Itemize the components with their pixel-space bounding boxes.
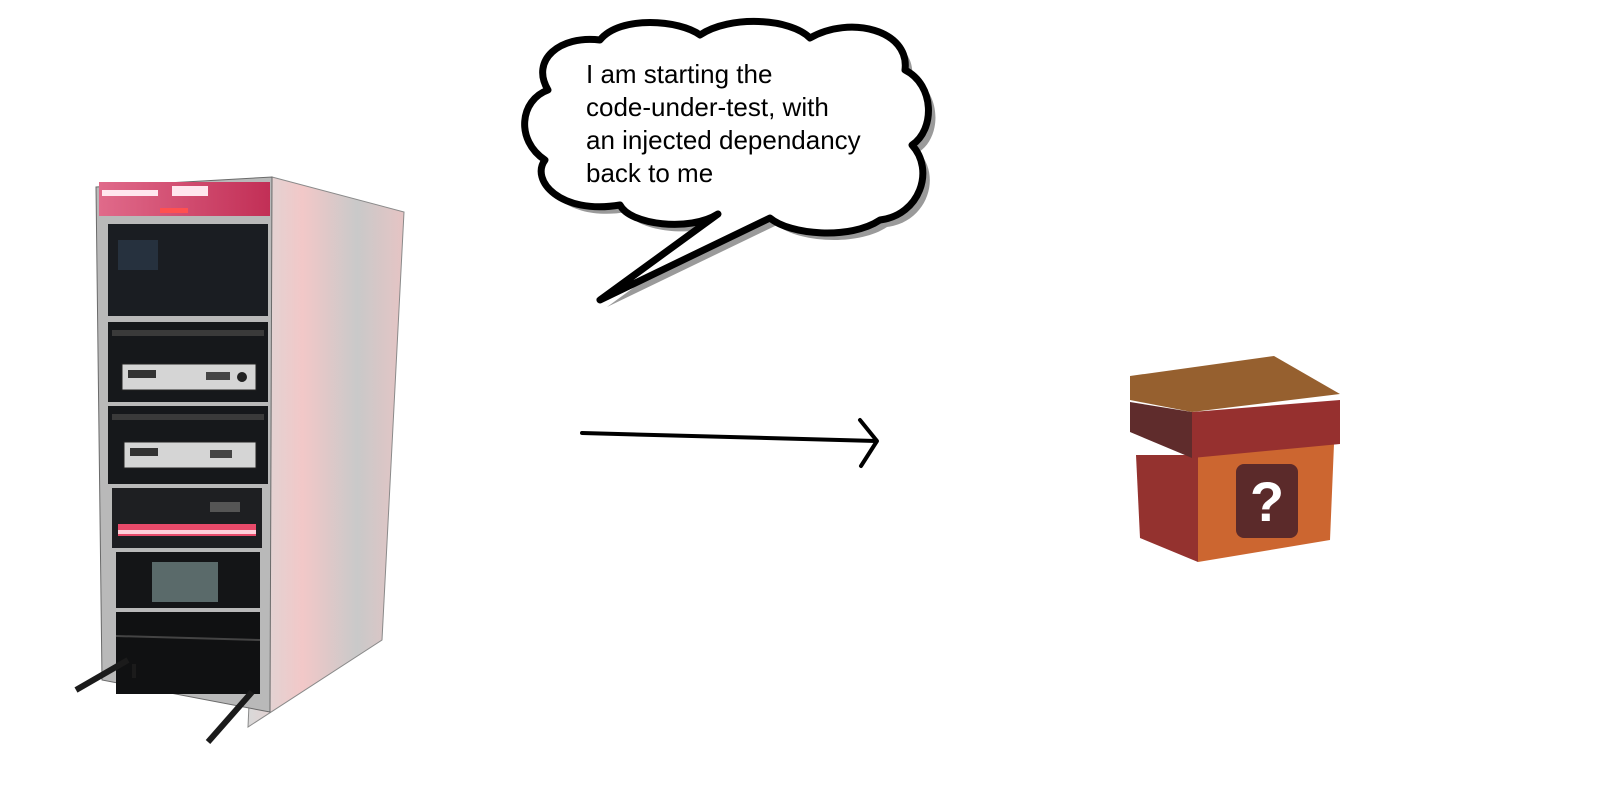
- speech-line: back to me: [586, 158, 714, 188]
- speech-bubble: [521, 18, 936, 307]
- question-badge: [1236, 464, 1298, 538]
- mystery-box-icon: ?: [1130, 356, 1340, 562]
- question-mark: ?: [1250, 470, 1284, 533]
- minicomputer-rack-icon: [74, 176, 405, 744]
- speech-line: I am starting the: [586, 59, 773, 89]
- speech-bubble-text: I am starting the code-under-test, with …: [586, 58, 916, 190]
- speech-line: code-under-test, with: [586, 92, 829, 122]
- speech-line: an injected dependancy: [586, 125, 861, 155]
- right-arrow-icon: [580, 418, 879, 468]
